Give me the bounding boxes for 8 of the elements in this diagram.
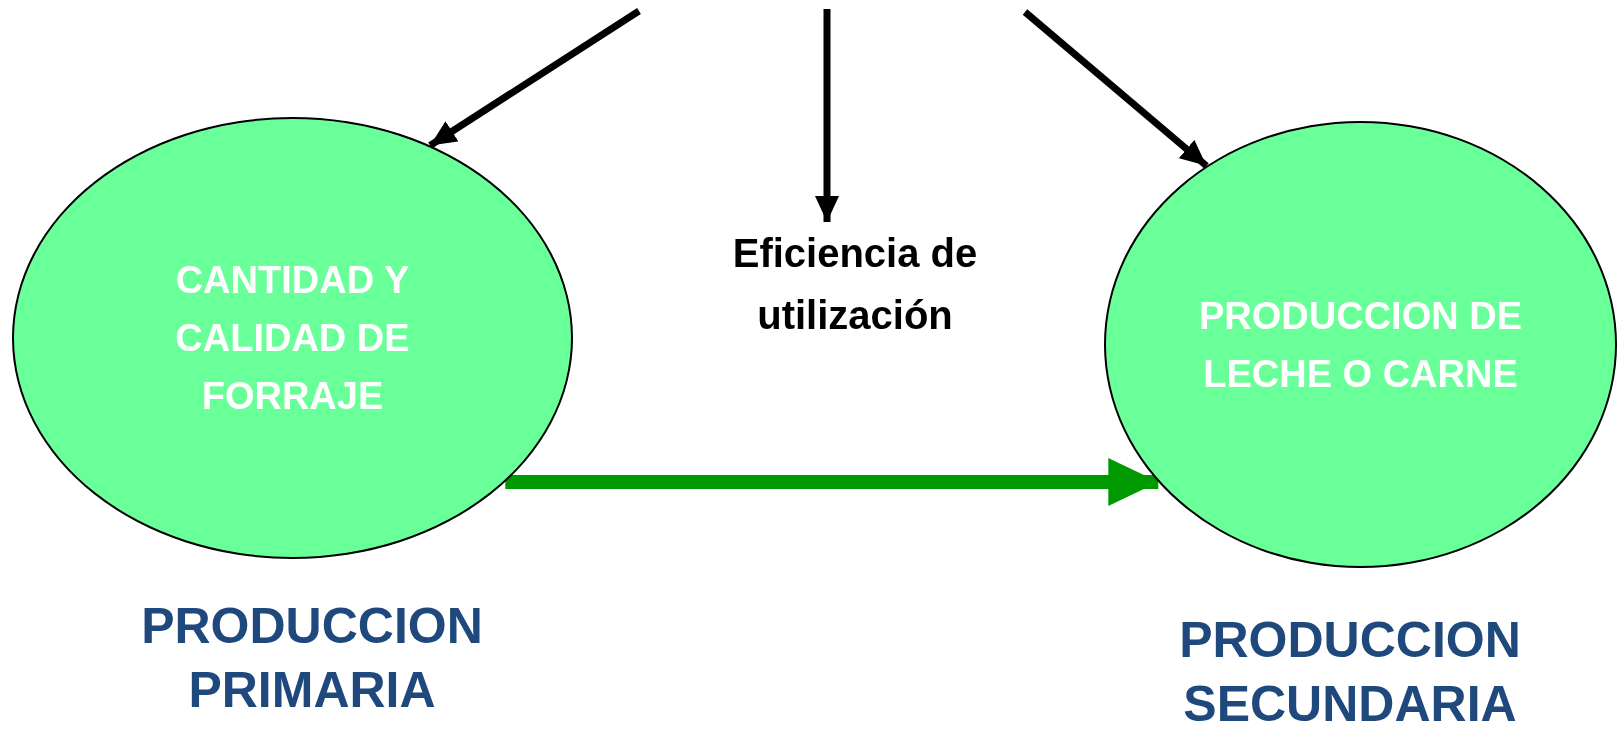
arrow bbox=[428, 8, 641, 149]
node-label: Eficiencia de utilización bbox=[731, 230, 979, 339]
node-text: CANTIDAD Y CALIDAD DE FORRAJE bbox=[174, 258, 411, 419]
caption-text: PRODUCCION PRIMARIA bbox=[140, 597, 484, 720]
arrow bbox=[505, 458, 1159, 506]
caption-text: PRODUCCION SECUNDARIA bbox=[1178, 611, 1522, 734]
node-text: PRODUCCION DE LECHE O CARNE bbox=[1198, 293, 1523, 397]
arrow bbox=[1022, 9, 1209, 169]
